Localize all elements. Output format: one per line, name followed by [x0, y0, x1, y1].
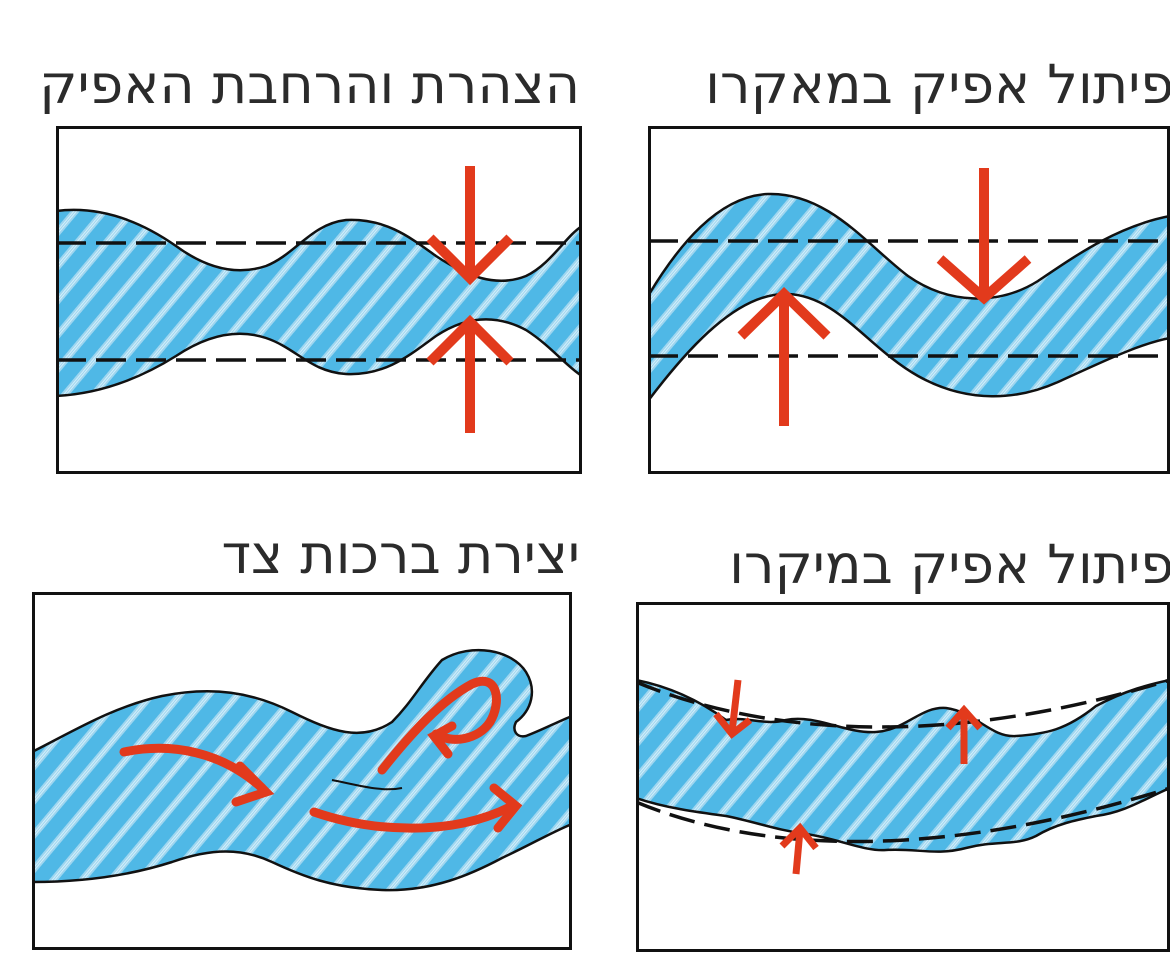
- arrow-down: [426, 166, 514, 286]
- title-micro-meander: פיתול אפיק במיקרו: [729, 533, 1170, 596]
- panel-narrowing-widening: [56, 126, 582, 474]
- title-narrowing-widening: הצהרת והרחבת האפיק: [39, 53, 580, 116]
- flow-arrow-1: [119, 743, 275, 807]
- panel-frame: [648, 126, 1170, 474]
- panel-frame: [636, 602, 1170, 952]
- channel-body: [648, 192, 1170, 404]
- arrow-up: [426, 314, 514, 433]
- eddy-arrow: [377, 676, 501, 775]
- panel-side-pools: [32, 592, 572, 950]
- arrow-down: [936, 168, 1032, 305]
- panel-macro-meander: [648, 126, 1170, 474]
- panel-frame: [56, 126, 582, 474]
- panel-micro-meander: [636, 602, 1170, 952]
- arrow-up: [737, 287, 831, 426]
- panel-frame: [32, 592, 572, 950]
- trend-line-top: [636, 678, 1170, 729]
- arrow-up-small-top: [945, 704, 983, 764]
- flow-arrow-2: [309, 783, 523, 833]
- arrow-up-small-bottom: [779, 822, 819, 875]
- channel-body: [636, 678, 1170, 853]
- trend-line-bottom: [636, 786, 1170, 844]
- title-side-pools: יצירת ברכות צד: [221, 523, 580, 586]
- channel-body: [56, 208, 582, 398]
- arrow-down-small: [713, 679, 753, 739]
- title-macro-meander: פיתול אפיק במאקרו: [705, 53, 1170, 116]
- pool-gap: [331, 779, 403, 791]
